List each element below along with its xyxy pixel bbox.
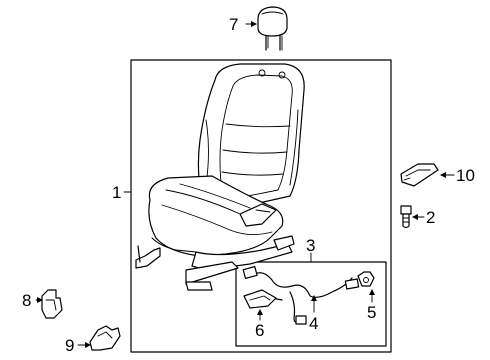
callout-8: 8 [22,291,31,310]
callout-9: 9 [65,336,74,355]
callout-4: 4 [309,314,318,333]
callout-6: 6 [255,321,264,340]
bracket-part-10 [400,163,439,187]
leader-lines [35,21,455,348]
wiring-harness-part [242,265,375,325]
bolt-part [400,205,412,229]
seat-part [135,63,305,291]
callout-7: 7 [229,15,238,34]
callout-3: 3 [306,236,315,255]
callout-5: 5 [367,303,376,322]
cover-part-8 [41,289,63,319]
cover-part-9 [89,325,121,351]
callout-1: 1 [112,183,121,202]
seat-assembly-frame [130,59,392,353]
headrest-part [257,6,288,51]
callout-10: 10 [456,166,475,185]
callout-2: 2 [426,208,435,227]
